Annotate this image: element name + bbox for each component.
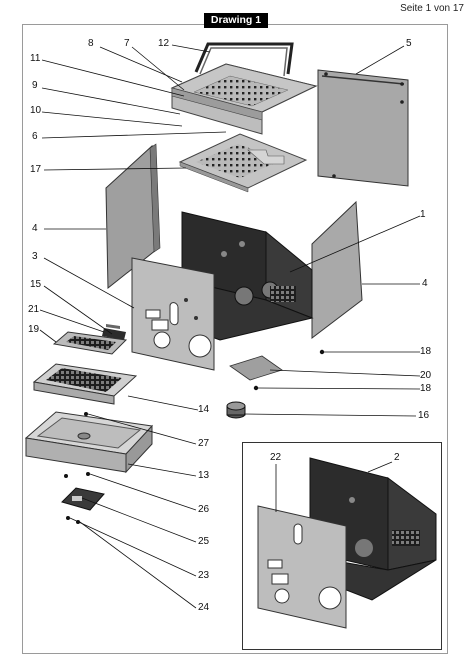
callout-27: 27 — [198, 438, 210, 449]
part-25-bracket — [61, 487, 105, 511]
callout-12: 12 — [158, 38, 170, 49]
page-counter: Seite 1 von 17 — [400, 3, 464, 14]
callout-7: 7 — [124, 38, 130, 49]
part-14-tray — [32, 363, 138, 405]
part-13-drip-tray — [24, 411, 154, 474]
callout-22: 22 — [270, 452, 282, 463]
callout-5: 5 — [406, 38, 412, 49]
callout-25: 25 — [198, 536, 210, 547]
leader-lines — [39, 44, 421, 609]
callout-6: 6 — [32, 131, 38, 142]
part-18-screw-lower — [253, 385, 259, 391]
callout-8: 8 — [88, 38, 94, 49]
part-12-handle — [194, 42, 294, 77]
callout-18-upper: 18 — [420, 346, 432, 357]
part-5-side-panel — [317, 69, 409, 187]
callout-3: 3 — [32, 251, 38, 262]
callout-4-right: 4 — [422, 278, 428, 289]
callout-26: 26 — [198, 504, 210, 515]
callout-2: 2 — [394, 452, 400, 463]
callout-15: 15 — [30, 279, 42, 290]
part-19-tray-grid — [52, 331, 128, 355]
part-26-screw-b — [64, 474, 68, 478]
callout-9: 9 — [32, 80, 38, 91]
callout-23: 23 — [198, 570, 210, 581]
callout-17: 17 — [30, 164, 42, 175]
part-27-screw — [84, 412, 88, 416]
callout-20: 20 — [420, 370, 432, 381]
part-4-left-side-panel — [105, 143, 161, 290]
part-26-screw — [86, 472, 90, 476]
part-20-plate — [229, 355, 283, 381]
callout-21: 21 — [28, 304, 40, 315]
part-18-screw-upper — [319, 349, 325, 355]
part-6-perforated-tray — [178, 133, 308, 193]
callout-4-left: 4 — [32, 223, 38, 234]
callout-19: 19 — [28, 324, 40, 335]
callout-18-lower: 18 — [420, 383, 432, 394]
part-3-front-panel — [131, 257, 215, 371]
callout-13: 13 — [198, 470, 210, 481]
callout-14: 14 — [198, 404, 210, 415]
callout-11: 11 — [30, 53, 41, 64]
part-23-screw — [66, 516, 70, 520]
detail-inset-box — [242, 442, 442, 650]
part-4-right-side-panel — [311, 200, 363, 340]
callout-24: 24 — [198, 602, 210, 613]
part-22-front-panel — [257, 505, 347, 629]
callout-16: 16 — [418, 410, 430, 421]
callout-10: 10 — [30, 105, 42, 116]
part-top-cover — [170, 63, 318, 135]
callout-1: 1 — [420, 209, 426, 220]
part-16-foot — [226, 401, 246, 419]
drawing-title: Drawing 1 — [204, 13, 268, 28]
